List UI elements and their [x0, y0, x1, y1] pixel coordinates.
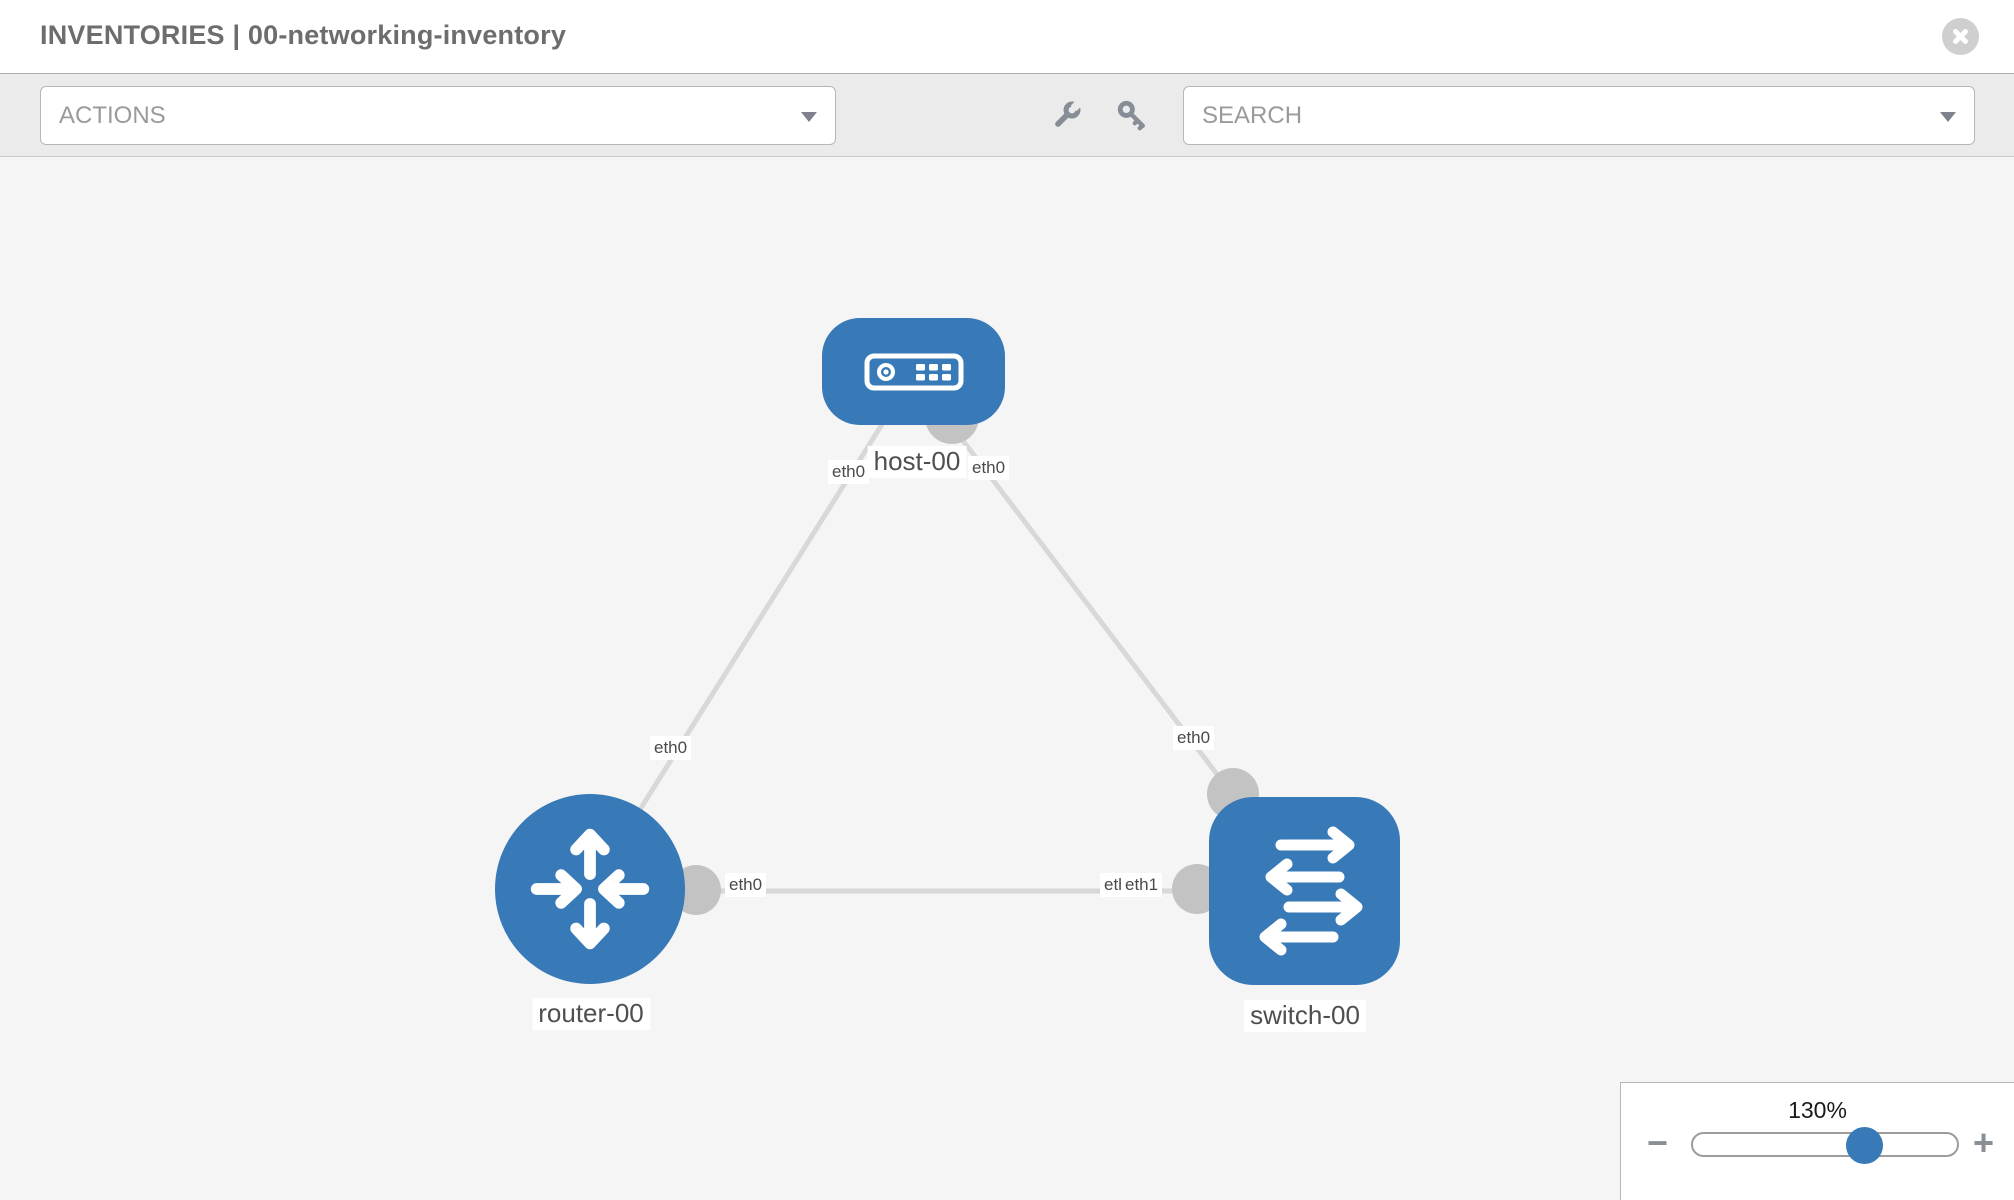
toolbar: ACTIONS SEARCH — [0, 73, 2014, 157]
chevron-down-icon — [1940, 112, 1956, 122]
zoom-in-button[interactable]: + — [1973, 1122, 1995, 1163]
actions-dropdown[interactable]: ACTIONS — [40, 86, 836, 145]
switch-icon — [1259, 826, 1362, 956]
actions-dropdown-label: ACTIONS — [59, 102, 166, 129]
interface-label: eth0 — [968, 456, 1010, 481]
node-host-00[interactable] — [822, 318, 1005, 425]
node-label-router: router-00 — [532, 998, 650, 1030]
search-dropdown[interactable]: SEARCH — [1183, 86, 1975, 145]
zoom-slider-thumb[interactable] — [1846, 1127, 1883, 1164]
interface-label: eth0 — [828, 460, 870, 485]
credentials-button[interactable] — [1115, 98, 1155, 138]
host-icon — [864, 353, 963, 390]
node-switch-00[interactable] — [1209, 797, 1400, 985]
wrench-icon — [1055, 99, 1083, 127]
topology-canvas[interactable]: eth0 eth0 eth0 eth0 eth0 eth0 eth1 host-… — [0, 157, 2014, 1200]
interface-label: eth1 — [1121, 873, 1163, 898]
search-placeholder: SEARCH — [1202, 102, 1303, 129]
tools-button[interactable] — [1050, 98, 1090, 138]
node-label-host: host-00 — [867, 446, 967, 478]
interface-label: eth0 — [650, 736, 692, 761]
topology-links-layer — [587, 373, 1282, 915]
chevron-down-icon — [801, 112, 817, 122]
page-title: INVENTORIES | 00-networking-inventory — [40, 20, 567, 50]
interface-label: eth0 — [725, 873, 767, 898]
zoom-level: 130% — [1788, 1097, 1847, 1123]
node-router-00[interactable] — [495, 794, 685, 984]
interface-label: eth0 — [1173, 726, 1215, 751]
zoom-panel: 130% − + — [1620, 1082, 2014, 1200]
close-button[interactable] — [1942, 18, 1979, 55]
zoom-slider-track[interactable] — [1691, 1132, 1959, 1157]
router-icon — [530, 828, 650, 950]
node-label-switch: switch-00 — [1244, 1000, 1366, 1032]
key-icon — [1117, 100, 1145, 131]
zoom-out-button[interactable]: − — [1647, 1122, 1669, 1163]
header: INVENTORIES | 00-networking-inventory — [0, 0, 2014, 73]
